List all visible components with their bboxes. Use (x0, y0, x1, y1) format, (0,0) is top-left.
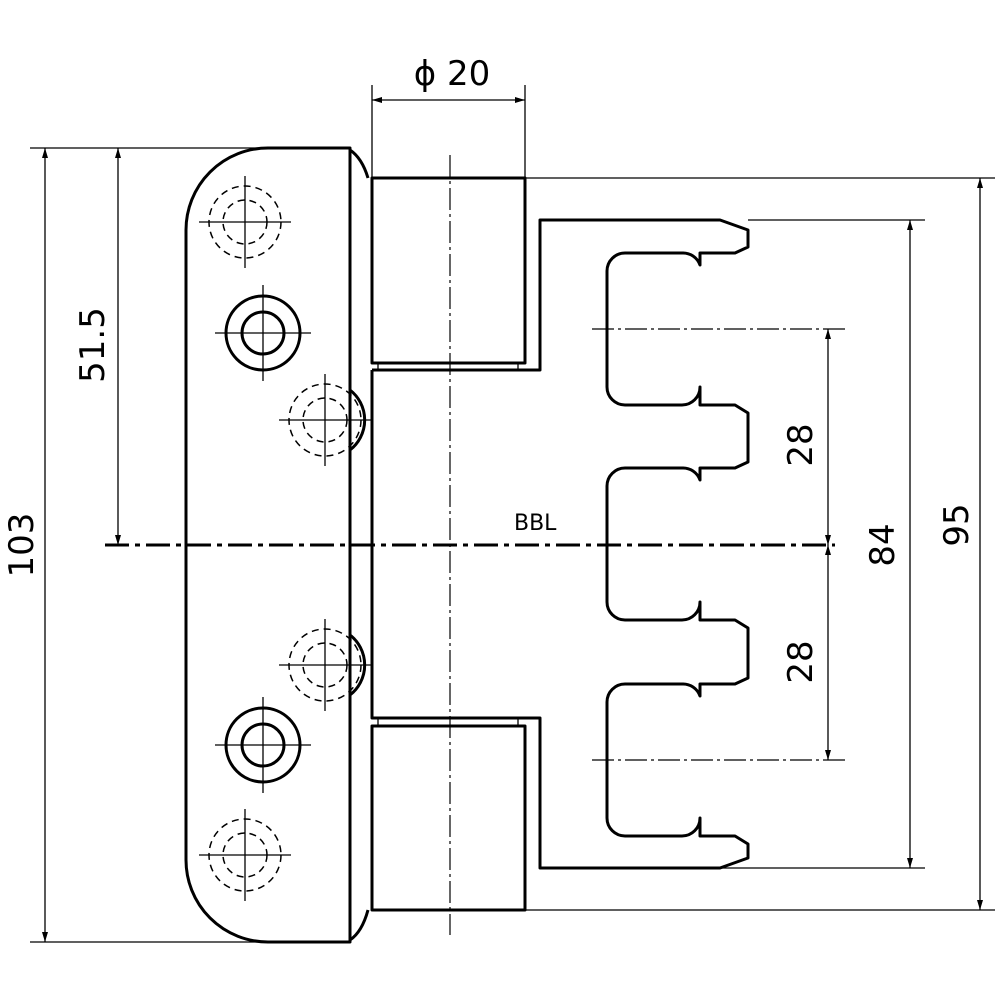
extension-lines (30, 85, 995, 943)
hole-centermark (199, 176, 291, 268)
hole-edge-arc (349, 388, 367, 452)
dim-plate-to-bbl: 51.5 (73, 307, 113, 383)
hole-centermark (199, 809, 291, 901)
plate-edge-arc-bottom (349, 909, 370, 942)
hole-centermark (279, 374, 371, 466)
screw-holes (199, 176, 371, 901)
hole-edge-arc (349, 633, 367, 697)
hole-centermark (215, 285, 311, 381)
dim-slot-span: 84 (863, 523, 903, 566)
sash-leaf (370, 218, 750, 870)
dim-upper-slot-pitch: 28 (781, 423, 821, 466)
bbl-label: BBL (514, 511, 557, 536)
dim-knuckle-diameter: ϕ 20 (414, 54, 491, 94)
upper-knuckle (370, 176, 527, 365)
lower-knuckle (370, 724, 527, 912)
dim-lower-slot-pitch: 28 (781, 640, 821, 683)
dim-overall-height: 103 (2, 513, 42, 578)
hole-centermark (279, 619, 371, 711)
dim-knuckle-height: 95 (937, 503, 977, 546)
frame-plate (184, 146, 352, 944)
dimension-lines (42, 97, 983, 942)
hole-centermark (215, 697, 311, 793)
plate-edge-arc-top (349, 148, 370, 179)
knuckle-washers (377, 363, 519, 726)
